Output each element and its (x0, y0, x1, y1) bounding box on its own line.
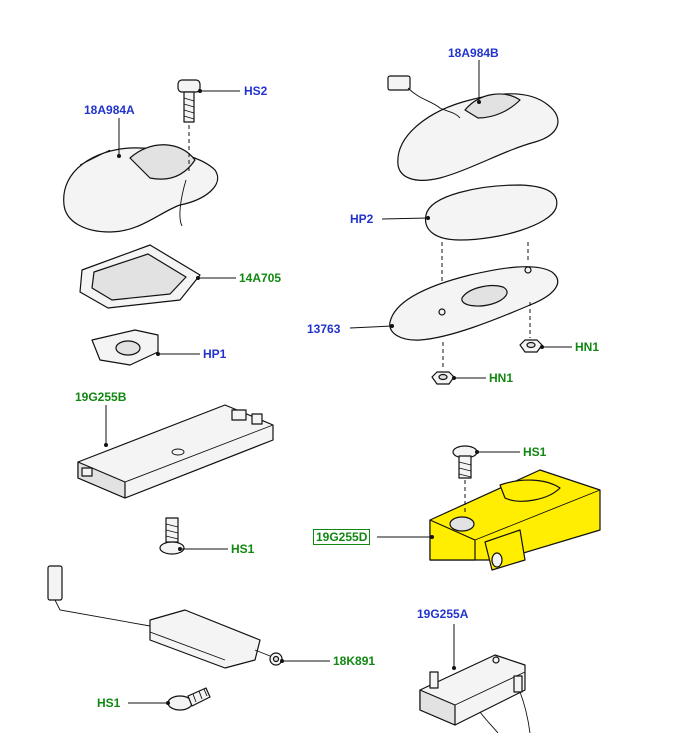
screw-hs2[interactable] (177, 79, 201, 123)
label-hp2: HP2 (350, 212, 374, 226)
label-18a984a: 18A984A (84, 103, 135, 117)
label-hs1-right: HS1 (523, 445, 547, 459)
pad-hp2[interactable] (424, 184, 558, 241)
label-13763: 13763 (307, 322, 341, 336)
label-hn1-left: HN1 (489, 371, 514, 385)
label-19g255b: 19G255B (75, 390, 127, 404)
base-13763[interactable] (389, 266, 559, 341)
label-hp1: HP1 (203, 347, 227, 361)
antenna-housing-18a984a[interactable] (63, 144, 219, 233)
label-18a984b: 18A984B (448, 46, 499, 60)
label-19g255a: 19G255A (417, 607, 469, 621)
label-18k891: 18K891 (333, 654, 376, 668)
label-14a705: 14A705 (239, 271, 282, 285)
leader-lines (104, 60, 572, 705)
label-hs2: HS2 (244, 84, 268, 98)
gasket-14a705[interactable] (79, 244, 201, 309)
nut-hn1-left[interactable] (431, 371, 455, 385)
nut-hn1-right[interactable] (519, 339, 543, 353)
module-19g255b[interactable] (77, 404, 274, 499)
antenna-housing-18a984b[interactable] (387, 75, 559, 181)
screw-hs1-bottom[interactable] (167, 687, 211, 711)
cable-unit-18k891[interactable] (47, 565, 283, 669)
label-hs1-mid: HS1 (231, 542, 255, 556)
module-19g255d[interactable] (429, 469, 601, 571)
screw-hs1-right[interactable] (452, 445, 478, 479)
label-19g255d: 19G255D (313, 529, 371, 545)
label-hs1-bottom: HS1 (97, 696, 121, 710)
pad-hp1[interactable] (91, 329, 159, 366)
screw-hs1-mid[interactable] (159, 517, 185, 555)
module-19g255a[interactable] (419, 654, 531, 733)
label-hn1-right: HN1 (575, 340, 600, 354)
